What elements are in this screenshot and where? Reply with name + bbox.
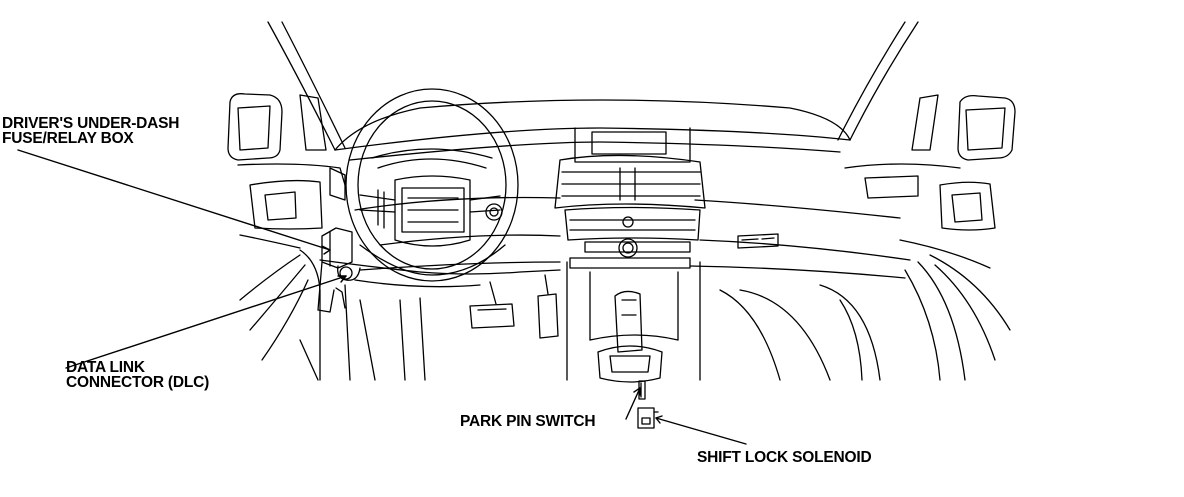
windshield-frame <box>267 21 919 151</box>
fuse-relay-box-label-line1: DRIVER'S UNDER-DASH <box>2 115 180 132</box>
park-pin-leader <box>625 387 641 420</box>
fuse-relay-box-label-line2: FUSE/RELAY BOX <box>2 130 134 147</box>
shift-lock-solenoid-label-text: SHIFT LOCK SOLENOID <box>697 449 872 466</box>
dlc-label-line1: DATA LINK <box>66 359 145 376</box>
park-pin-switch-label: PARK PIN SWITCH <box>460 413 596 430</box>
left-mirror <box>227 93 327 161</box>
fuse-box-and-dlc <box>317 227 361 313</box>
left-door-panel <box>237 163 346 381</box>
right-mirror <box>911 94 1016 161</box>
fuse-box-arrowhead <box>321 245 331 255</box>
pedals <box>469 274 559 339</box>
shift-lock-arrowhead <box>655 415 663 424</box>
center-console <box>566 261 701 383</box>
right-door-panel <box>844 163 1011 381</box>
park-pin-switch-label-text: PARK PIN SWITCH <box>460 413 596 430</box>
park-pin-arrowhead <box>633 387 641 396</box>
floor-lines <box>299 284 881 381</box>
leader-lines <box>17 149 747 445</box>
dlc-arrowhead <box>337 275 347 283</box>
shift-lock-solenoid-label: SHIFT LOCK SOLENOID <box>697 449 872 466</box>
dlc-label-line2: CONNECTOR (DLC) <box>66 374 210 391</box>
steering-wheel <box>345 88 519 282</box>
switch-panel <box>737 233 779 249</box>
dashboard <box>329 127 911 279</box>
fuse-box-leader <box>17 149 331 251</box>
center-stack <box>554 127 706 269</box>
dlc-leader <box>65 275 347 369</box>
shift-lock-solenoid-part <box>637 407 659 429</box>
fuse-relay-box-label: DRIVER'S UNDER-DASH FUSE/RELAY BOX <box>2 115 180 147</box>
dlc-label: DATA LINK CONNECTOR (DLC) <box>66 359 210 391</box>
shift-lock-leader <box>655 417 747 445</box>
lower-dash <box>319 259 561 381</box>
